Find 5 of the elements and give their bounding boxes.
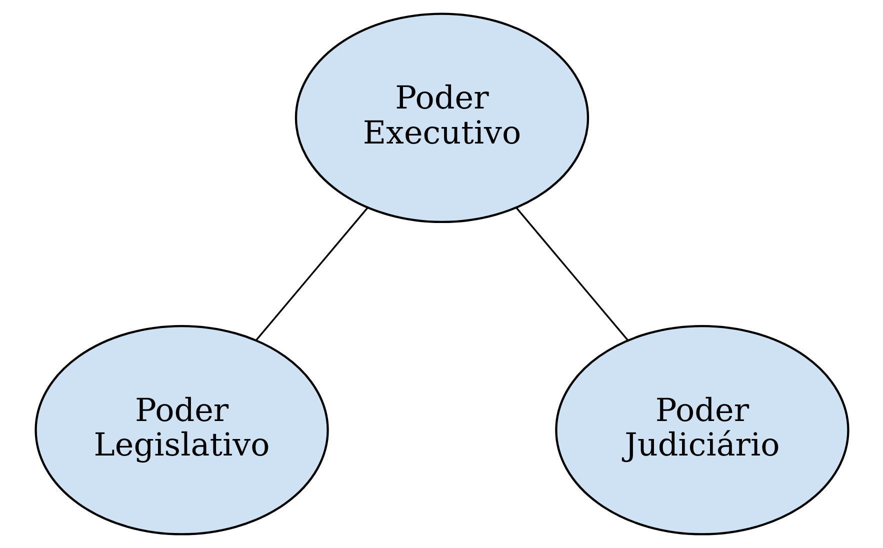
node-ellipse: Poder Legislativo <box>34 324 328 536</box>
node-ellipse: Poder Executivo <box>294 12 589 224</box>
connector <box>254 207 368 341</box>
connector <box>515 207 628 341</box>
node-ellipse: Poder Judiciário <box>554 324 849 536</box>
